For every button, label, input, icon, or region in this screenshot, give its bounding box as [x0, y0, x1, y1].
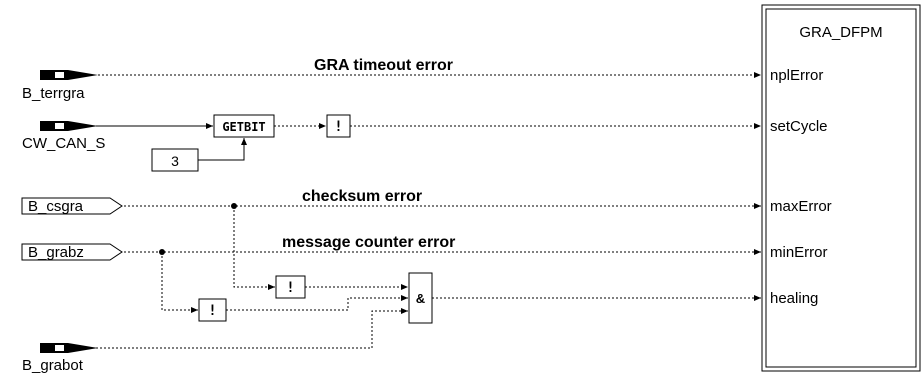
- input-label: B_csgra: [28, 198, 84, 215]
- input-label: CW_CAN_S: [22, 135, 105, 152]
- input-b-grabz[interactable]: B_grabz: [21, 243, 123, 261]
- input-label: B_grabot: [22, 357, 84, 374]
- getbit-box: [213, 114, 275, 138]
- input-port-icon: [40, 343, 68, 353]
- wire-grabot-to-and: [96, 308, 408, 349]
- signal-label-checksum: checksum error: [302, 188, 422, 205]
- wire-grabz-branch: [161, 252, 198, 313]
- input-port-icon: [40, 121, 68, 131]
- junction-dot: [231, 203, 237, 209]
- not-block[interactable]: !: [326, 114, 351, 138]
- block-outer-border: [761, 4, 921, 372]
- not-box: [326, 114, 351, 138]
- solid-wires: [96, 123, 247, 161]
- wire-const-to-getbit: [198, 138, 247, 161]
- input-label: B_terrgra: [22, 85, 85, 102]
- and-box: [408, 272, 433, 324]
- input-b-grabot[interactable]: B_grabot: [22, 343, 98, 374]
- wire-not3-to-and: [226, 295, 408, 311]
- input-label: B_grabz: [28, 244, 84, 261]
- input-port-icon-inner: [55, 123, 64, 129]
- not-label: !: [334, 119, 342, 135]
- block-inner-border: [765, 8, 917, 368]
- not-block[interactable]: !: [275, 275, 306, 299]
- signal-label-timeout: GRA timeout error: [314, 57, 453, 74]
- not-label: !: [208, 303, 216, 319]
- signal-label-counter: message counter error: [282, 234, 455, 251]
- junction-dot: [159, 249, 165, 255]
- port-set-cycle: setCycle: [770, 118, 828, 135]
- input-port-icon: [40, 70, 68, 80]
- input-cw-can-s[interactable]: CW_CAN_S: [22, 121, 105, 152]
- and-label: &: [416, 291, 425, 306]
- input-tag-shape: [21, 197, 123, 215]
- not-box: [275, 275, 306, 299]
- and-block[interactable]: &: [408, 272, 433, 324]
- input-arrow-icon: [68, 343, 98, 353]
- input-port-icon-inner: [55, 72, 64, 78]
- getbit-block[interactable]: GETBIT: [213, 114, 275, 138]
- constant-box: [151, 148, 199, 172]
- not-label: !: [286, 280, 294, 296]
- input-tag-shape: [21, 243, 123, 261]
- gra-dfpm-block[interactable]: GRA_DFPM nplError setCycle maxError minE…: [761, 4, 921, 372]
- input-arrow-icon: [68, 121, 98, 131]
- port-npl-error: nplError: [770, 67, 823, 84]
- port-max-error: maxError: [770, 198, 832, 215]
- not-block[interactable]: !: [198, 298, 227, 322]
- port-min-error: minError: [770, 244, 828, 261]
- block-title: GRA_DFPM: [799, 24, 882, 41]
- constant-block[interactable]: 3: [151, 148, 199, 172]
- input-b-csgra[interactable]: B_csgra: [21, 197, 123, 215]
- signal-wires: [96, 72, 761, 349]
- getbit-label: GETBIT: [222, 120, 265, 134]
- constant-value: 3: [171, 153, 179, 169]
- wire-csgra-branch: [233, 206, 275, 290]
- port-healing: healing: [770, 290, 818, 307]
- input-port-icon-inner: [55, 345, 64, 351]
- input-arrow-icon: [68, 70, 98, 80]
- not-box: [198, 298, 227, 322]
- input-b-terrgra[interactable]: B_terrgra: [22, 70, 98, 102]
